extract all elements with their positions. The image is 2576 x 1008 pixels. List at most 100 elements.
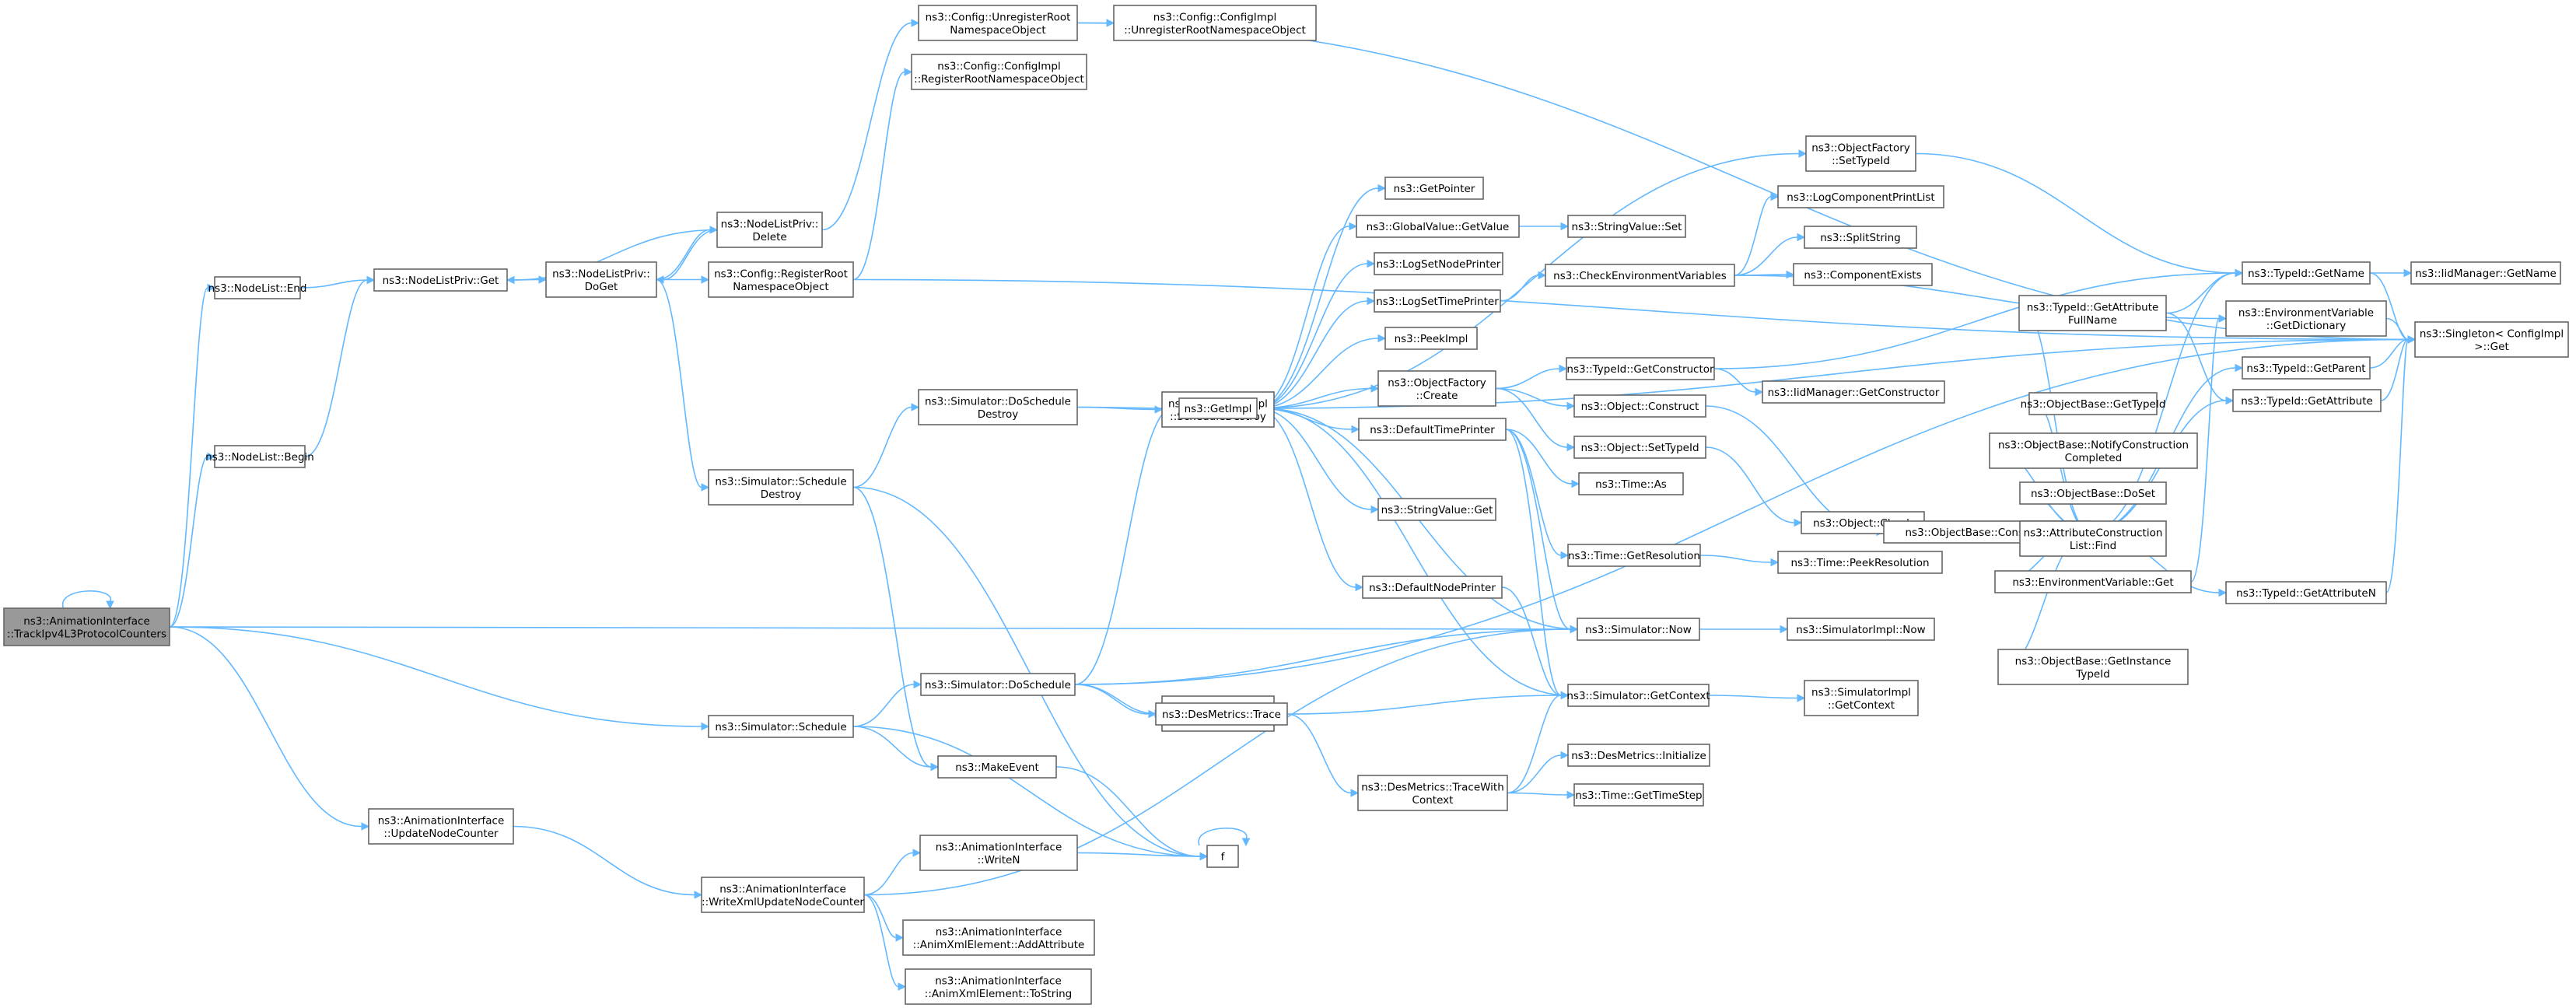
- call-edge: [852, 680, 922, 727]
- graph-node-simDoSched[interactable]: ns3::Simulator::DoSchedule: [920, 673, 1076, 696]
- graph-node-aiWriteXml[interactable]: ns3::AnimationInterface::WriteXmlUpdateN…: [701, 877, 865, 913]
- graph-node-checkEnv[interactable]: ns3::CheckEnvironmentVariables: [1545, 264, 1735, 287]
- graph-node-timeAs[interactable]: ns3::Time::As: [1578, 472, 1684, 495]
- graph-node-tidGetAttr[interactable]: ns3::TypeId::GetAttribute: [2232, 389, 2382, 412]
- call-edge: [1505, 429, 1570, 560]
- graph-node-simNow[interactable]: ns3::Simulator::Now: [1577, 618, 1700, 641]
- node-box: [918, 389, 1078, 425]
- graph-node-aiToString[interactable]: ns3::AnimationInterface::AnimXmlElement:…: [905, 968, 1092, 1005]
- graph-node-peekImpl[interactable]: ns3::PeekImpl: [1384, 327, 1478, 350]
- graph-node-nlEnd[interactable]: ns3::NodeList::End: [208, 276, 307, 299]
- node-box: [1578, 472, 1684, 495]
- graph-node-logSetNode[interactable]: ns3::LogSetNodePrinter: [1374, 252, 1503, 275]
- graph-node-objConstruct[interactable]: ns3::Object::Construct: [1573, 394, 1706, 418]
- graph-node-ofCreate[interactable]: ns3::ObjectFactory::Create: [1377, 370, 1496, 407]
- graph-node-envGetDict[interactable]: ns3::EnvironmentVariable::GetDictionary: [2225, 300, 2387, 337]
- graph-node-nlBegin[interactable]: ns3::NodeList::Begin: [205, 445, 314, 468]
- arrowhead: [694, 891, 703, 899]
- node-box: [545, 261, 657, 298]
- graph-node-gvGetValue[interactable]: ns3::GlobalValue::GetValue: [1356, 215, 1520, 238]
- arrowhead: [1798, 149, 1808, 158]
- graph-node-iidGetName[interactable]: ns3::IidManager::GetName: [2410, 261, 2561, 285]
- graph-node-simImplGetContext[interactable]: ns3::SimulatorImpl::GetContext: [1804, 680, 1919, 716]
- arrowhead: [366, 275, 376, 285]
- node-label: ns3::Singleton< ConfigImpl: [2420, 327, 2564, 340]
- node-box: [2019, 520, 2167, 557]
- graph-node-cfgImplReg[interactable]: ns3::Config::ConfigImpl::RegisterRootNam…: [911, 54, 1087, 90]
- graph-node-nlpGet[interactable]: ns3::NodeListPriv::Get: [373, 268, 508, 292]
- graph-node-obGetTypeId[interactable]: ns3::ObjectBase::GetTypeId: [2021, 392, 2166, 415]
- node-box: [1777, 551, 1943, 574]
- graph-node-compExists[interactable]: ns3::ComponentExists: [1793, 263, 1933, 286]
- arrowhead: [2235, 363, 2244, 373]
- arrowhead: [911, 19, 920, 27]
- graph-node-tidGetName[interactable]: ns3::TypeId::GetName: [2242, 261, 2371, 285]
- graph-node-cfgUnreg[interactable]: ns3::Config::UnregisterRootNamespaceObje…: [918, 5, 1078, 41]
- node-box: [1989, 432, 2198, 469]
- graph-node-tidGetParent[interactable]: ns3::TypeId::GetParent: [2242, 356, 2371, 380]
- arrowhead: [895, 933, 905, 942]
- call-edge: [1518, 222, 1570, 231]
- node-box: [1762, 380, 1945, 404]
- graph-node-envGet[interactable]: ns3::EnvironmentVariable::Get: [1994, 570, 2192, 593]
- graph-node-aiUpdate[interactable]: ns3::AnimationInterface::UpdateNodeCount…: [368, 808, 514, 845]
- graph-node-splitString[interactable]: ns3::SplitString: [1804, 226, 1917, 249]
- graph-node-defTimePrinter[interactable]: ns3::DefaultTimePrinter: [1358, 418, 1507, 441]
- graph-node-nlpDoGet[interactable]: ns3::NodeListPriv::DoGet: [545, 261, 657, 298]
- call-edge: [1256, 296, 1376, 409]
- graph-node-iidGetCtor[interactable]: ns3::IidManager::GetConstructor: [1762, 380, 1945, 404]
- call-edge: [1505, 429, 1580, 488]
- graph-node-aiWriteN[interactable]: ns3::AnimationInterface::WriteN: [919, 835, 1078, 871]
- graph-node-logSetTime[interactable]: ns3::LogSetTimePrinter: [1374, 289, 1501, 313]
- graph-node-timeGetRes[interactable]: ns3::Time::GetResolution: [1567, 544, 1701, 567]
- call-edge: [2165, 268, 2244, 314]
- graph-node-aiAddAttr[interactable]: ns3::AnimationInterface::AnimXmlElement:…: [902, 919, 1095, 956]
- graph-node-simGetContext[interactable]: ns3::Simulator::GetContext: [1566, 684, 1710, 707]
- graph-node-timePeekRes[interactable]: ns3::Time::PeekResolution: [1777, 551, 1943, 574]
- graph-node-cfgReg[interactable]: ns3::Config::RegisterRootNamespaceObject: [708, 261, 854, 298]
- graph-node-objSetTypeId[interactable]: ns3::Object::SetTypeId: [1573, 436, 1706, 459]
- graph-node-simSchedule[interactable]: ns3::Simulator::Schedule: [708, 715, 854, 738]
- arrowhead: [1560, 222, 1570, 231]
- arrowhead: [1566, 443, 1576, 452]
- graph-node-timeStep[interactable]: ns3::Time::GetTimeStep: [1573, 783, 1704, 807]
- graph-node-getPointer[interactable]: ns3::GetPointer: [1384, 177, 1484, 200]
- graph-node-tidGetCtor[interactable]: ns3::TypeId::GetConstructor: [1566, 357, 1715, 380]
- graph-node-simImplNow[interactable]: ns3::SimulatorImpl::Now: [1787, 618, 1935, 641]
- node-label: ns3::StringValue::Set: [1572, 221, 1682, 233]
- graph-node-defNodePrinter[interactable]: ns3::DefaultNodePrinter: [1362, 576, 1503, 599]
- node-box: [716, 212, 823, 248]
- graph-node-ofSetTypeId[interactable]: ns3::ObjectFactory::SetTypeId: [1805, 135, 1916, 172]
- graph-node-f[interactable]: f: [1206, 845, 1239, 868]
- node-label: ns3::DesMetrics::Trace: [1162, 709, 1281, 721]
- graph-node-obNotify[interactable]: ns3::ObjectBase::NotifyConstructionCompl…: [1989, 432, 2198, 469]
- node-label: ns3::ComponentExists: [1804, 269, 1921, 282]
- graph-node-nlpDelete[interactable]: ns3::NodeListPriv::Delete: [716, 212, 823, 248]
- graph-node-svSet[interactable]: ns3::StringValue::Set: [1567, 215, 1686, 238]
- graph-node-root[interactable]: ns3::AnimationInterface::TrackIpv4L3Prot…: [3, 607, 170, 646]
- graph-node-makeEvent[interactable]: ns3::MakeEvent: [937, 755, 1057, 779]
- call-edge: [1713, 368, 1764, 397]
- graph-node-cfgImplUnreg[interactable]: ns3::Config::ConfigImpl::UnregisterRootN…: [1113, 5, 1317, 41]
- graph-node-desTrace[interactable]: ns3::DesMetrics::Trace: [1155, 702, 1288, 726]
- graph-node-tidGetAttrN[interactable]: ns3::TypeId::GetAttributeN: [2225, 581, 2387, 604]
- node-label: ns3::Config::RegisterRoot: [714, 268, 848, 280]
- graph-node-getImpl[interactable]: ns3::GetImpl: [1178, 397, 1258, 419]
- graph-node-logCompPrint[interactable]: ns3::LogComponentPrintList: [1777, 185, 1944, 208]
- node-box: [708, 469, 854, 506]
- node-label: ns3::Simulator::GetContext: [1566, 690, 1710, 702]
- arrowhead: [1199, 852, 1209, 861]
- graph-node-obDoSet[interactable]: ns3::ObjectBase::DoSet: [2019, 481, 2167, 505]
- graph-node-svGet[interactable]: ns3::StringValue::Get: [1377, 498, 1496, 521]
- graph-node-singletonGet[interactable]: ns3::Singleton< ConfigImpl>::Get: [2414, 321, 2569, 358]
- node-box: [708, 715, 854, 738]
- node-box: [1577, 618, 1700, 641]
- arrowhead: [1570, 625, 1579, 634]
- graph-node-desInit[interactable]: ns3::DesMetrics::Initialize: [1567, 744, 1710, 767]
